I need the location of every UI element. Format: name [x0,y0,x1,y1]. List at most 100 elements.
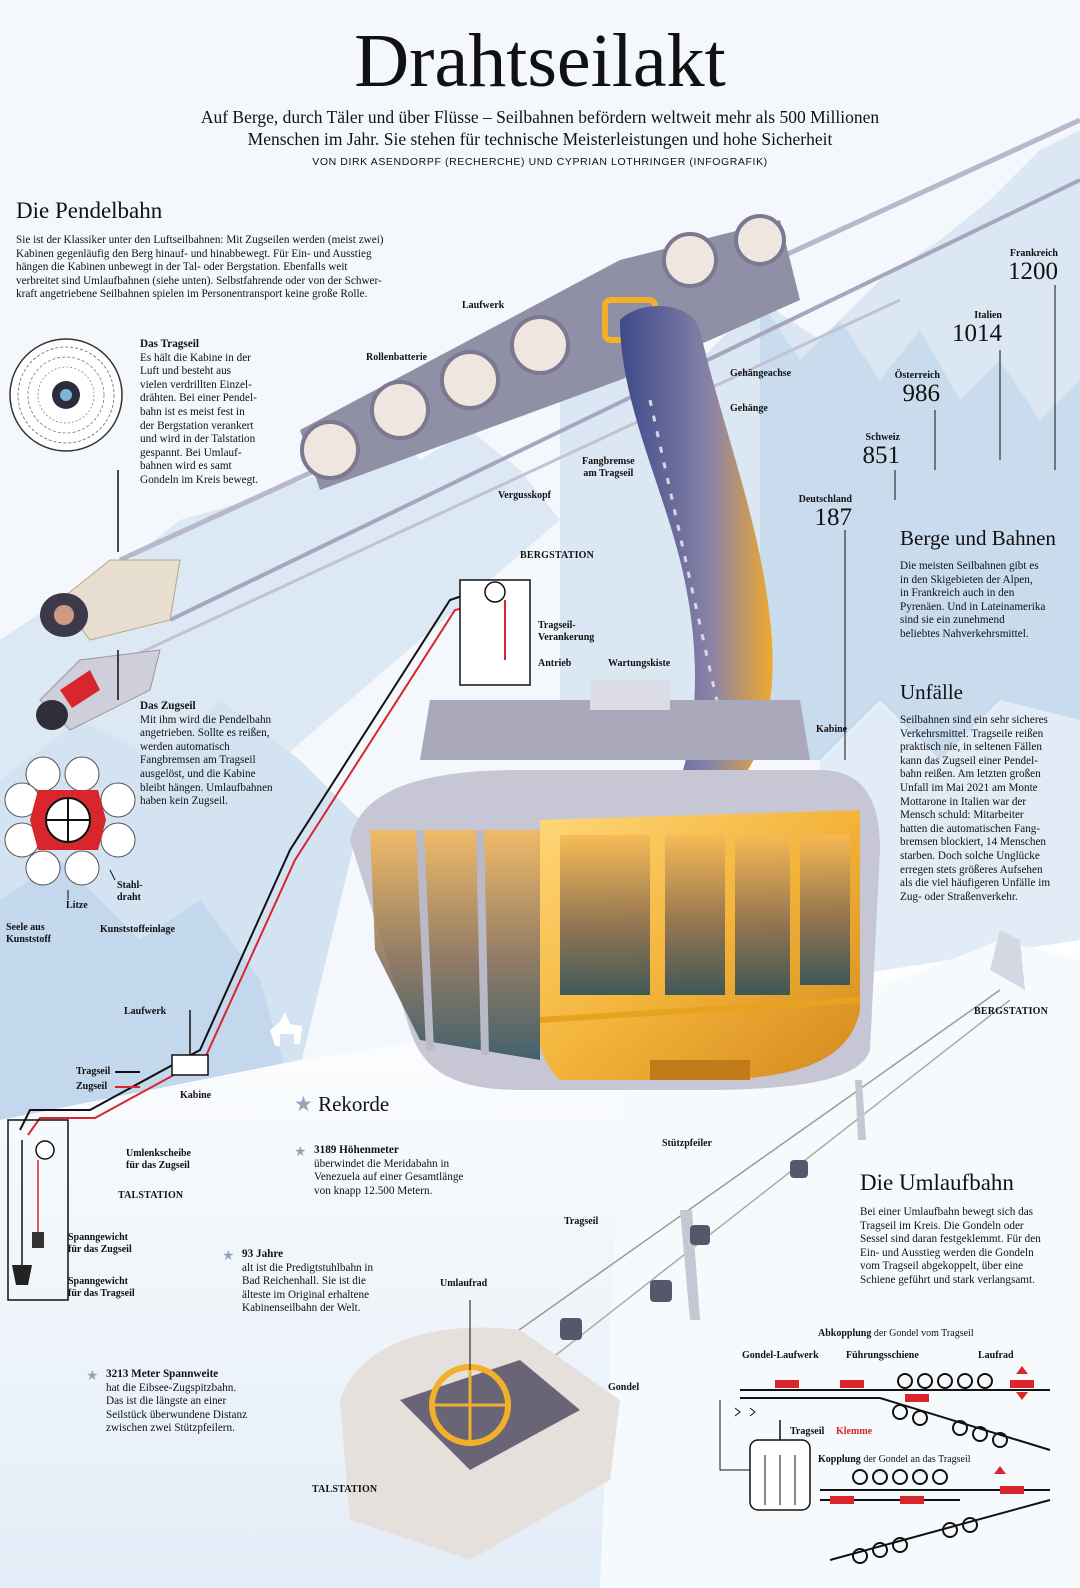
tragseil-title: Das Tragseil [140,338,199,350]
label-line: Verankerung [538,632,595,643]
country-name-oesterreich: Österreich [894,370,940,381]
pendelbahn-text: Sie ist der Klassiker unter den Luftseil… [16,234,436,302]
rekord-3-title: 3213 Meter Spannweite [106,1368,219,1380]
label-gehaengeachse: Gehängeachse [730,368,792,379]
cable-ends [36,470,181,731]
rekord-1-title: 3189 Höhenmeter [314,1144,399,1156]
byline: VON DIRK ASENDORPF (RECHERCHE) UND CYPRI… [312,156,768,168]
tragseil-line: und wird in der Talstation [140,433,256,446]
rekorde-heading-text: Rekorde [318,1092,390,1116]
label-line: Tragseil- [538,620,576,631]
label-stahldraht: Stahl- draht [117,880,143,904]
label-klemme: Klemme [836,1426,873,1437]
unfaelle-line: bremsen blockiert, 14 Menschen [900,836,1047,849]
tragseil-line: bahnen wird es samt [140,460,232,473]
unfaelle-line: Verkehrsmittel. Tragseile reißen [900,727,1044,740]
umlaufbahn-illustration [340,930,1025,1560]
star-icon: ★ [294,1092,313,1116]
pendelbahn-line: verbreitet sind Umlaufbahnen (siehe unte… [16,274,382,287]
tragseil-line: bahn ist es meist fest in [140,405,245,418]
label-gondel-laufwerk: Gondel-Laufwerk [742,1350,819,1361]
ibex-icon [270,1012,302,1046]
label-line: draht [117,892,141,903]
zugseil-description: Das Zugseil Mit ihm wird die Pendelbahn … [140,700,310,809]
berge-line: Pyrenäen. Und in Lateinamerika [900,600,1046,613]
umlaufbahn-heading: Die Umlaufbahn [860,1170,1014,1195]
label-bergstation-pendel: BERGSTATION [520,550,595,561]
label-laufwerk-schema: Laufwerk [124,1006,167,1017]
cabin-illustration [350,680,880,1090]
pendelbahn-line: Kabinen gegenläufig den Berg hinauf- und… [16,247,372,260]
rekord-line: Bad Reichenhall. Sie ist die [242,1275,366,1288]
rekord-line: Das ist die längste an einer [106,1395,227,1408]
rekord-2: 93 Jahre alt ist die Predigtstuhlbahn in… [242,1248,442,1316]
unfaelle-text: Seilbahnen sind ein sehr sicheres Verkeh… [900,714,1075,904]
legend-tragseil: Tragseil [76,1066,111,1077]
label-fangbremse: Fangbremse am Tragseil [582,456,635,480]
rekord-3: 3213 Meter Spannweite hat die Eibsee-Zug… [106,1368,306,1436]
abkopplung-caption: Abkopplung der Gondel vom Tragseil [818,1328,974,1340]
umlaufbahn-line: vom Tragseil abgekoppelt, über eine [860,1260,1024,1273]
unfaelle-line: bahn reißen. Am letzten großen [900,768,1041,781]
tragseil-line: Luft und besteht aus [140,365,232,378]
rekord-2-title: 93 Jahre [242,1248,284,1260]
rekord-line: Kabinenseilbahn der Welt. [242,1302,361,1315]
rekord-line: Venezuela auf einer Gesamtlänge [314,1171,464,1184]
page-title: Drahtseilakt [354,19,726,103]
label-line: für das Zugseil [126,1160,190,1171]
zugseil-line: ausgelöst, und die Kabine [140,767,256,780]
label-spanngewicht-tragseil: Spanngewicht für das Tragseil [68,1276,135,1300]
unfaelle-line: Unfall im Mai 2021 am Monte [900,781,1038,794]
zugseil-line: haben kein Zugseil. [140,795,228,808]
rekorde-heading: ★ Rekorde [294,1092,389,1117]
tragseil-line: der Bergstation verankert [140,419,254,432]
label-line: Fangbremse [582,456,635,467]
country-name-schweiz: Schweiz [865,432,900,443]
label-gehaenge: Gehänge [730,403,768,414]
label-line: Kunststoff [6,934,52,945]
label-umlaufrad: Umlaufrad [440,1278,488,1289]
rekord-line: überwindet die Meridabahn in [314,1157,450,1170]
country-value-schweiz: 851 [862,442,901,469]
label-line: Spanngewicht [68,1276,129,1287]
label-line: für das Zugseil [68,1244,132,1255]
berge-line: beliebtes Nahverkehrsmittel. [900,627,1029,640]
country-value-deutschland: 187 [814,504,853,531]
star-icon: ★ [294,1144,307,1160]
label-line: am Tragseil [583,468,634,479]
unfaelle-line: Mottarone in Italien war der [900,795,1027,808]
pendelbahn-line: kraft angetriebene Seilbahnen spielen im… [16,288,368,301]
unfaelle-line: als die viel häufigeren Unfälle im [900,877,1051,890]
unfaelle-line: erregen stets größeres Aufsehen [900,863,1043,876]
label-laufrad: Laufrad [978,1350,1014,1361]
running-gear [300,214,800,490]
umlaufbahn-line: Tragseil im Kreis. Die Gondeln oder [860,1219,1024,1232]
label-tragseil-verankerung: Tragseil- Verankerung [538,620,594,644]
kopplung-rest: der Gondel an das Tragseil [860,1454,971,1465]
label-laufwerk: Laufwerk [462,300,505,311]
country-value-oesterreich: 986 [902,380,941,407]
label-umlenkscheibe: Umlenkscheibe für das Zugseil [126,1148,191,1172]
legend-zugseil: Zugseil [76,1081,108,1092]
pendelbahn-line: hängen die Kabinen unbewegt in der Tal- … [16,261,348,274]
zugseil-line: bleibt hängen. Umlaufbahnen [140,781,273,794]
pendelbahn-heading: Die Pendelbahn [16,198,163,223]
zugseil-cross-section [4,756,136,900]
berge-text: Die meisten Seilbahnen gibt es in den Sk… [900,560,1070,642]
label-antrieb: Antrieb [538,658,572,669]
zugseil-line: Mit ihm wird die Pendelbahn [140,713,272,726]
umlaufbahn-text: Bei einer Umlaufbahn bewegt sich das Tra… [860,1206,1070,1288]
kopplung-bold: Kopplung [818,1454,861,1465]
country-name-deutschland: Deutschland [798,494,852,505]
label-bergstation-umlauf: BERGSTATION [974,1006,1049,1017]
unfaelle-heading: Unfälle [900,680,963,704]
label-vergusskopf: Vergusskopf [498,490,551,501]
zugseil-line: werden automatisch [140,740,230,753]
label-line: für das Tragseil [68,1288,135,1299]
berge-line: in den Skigebieten der Alpen, [900,573,1033,586]
umlaufbahn-line: Sessel sind daran festgeklemmt. Für den [860,1233,1041,1246]
label-gondel: Gondel [608,1382,640,1393]
label-kabine-schema: Kabine [180,1090,212,1101]
tragseil-cross-section [9,338,123,452]
